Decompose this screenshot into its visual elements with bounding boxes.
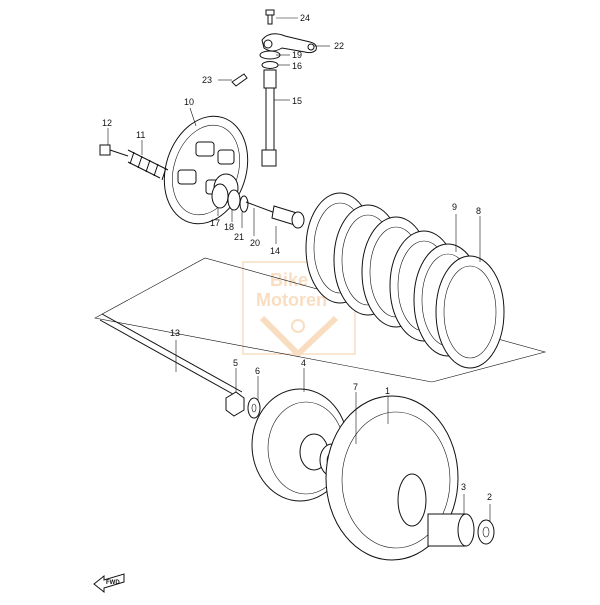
callout-21: 21 (234, 232, 244, 242)
callout-1: 1 (385, 386, 390, 396)
part-6-washer (247, 397, 261, 419)
callout-6: 6 (255, 366, 260, 376)
callout-17: 17 (210, 218, 220, 228)
callout-18: 18 (224, 222, 234, 232)
part-4-sleeve-hub (251, 388, 349, 502)
part-8-drive-plate (435, 255, 505, 369)
part-22-release-arm (261, 33, 317, 54)
callout-4: 4 (301, 358, 306, 368)
part-1-clutch-housing (325, 395, 459, 561)
watermark-line1: Bike (270, 270, 308, 290)
fwd-label: FWD (106, 580, 120, 586)
part-12-bolt (99, 144, 129, 157)
watermark: Bike Motoren (242, 261, 356, 359)
callout-8: 8 (476, 206, 481, 216)
part-13-push-rod (99, 313, 243, 399)
callout-10: 10 (184, 97, 194, 107)
callout-20: 20 (250, 238, 260, 248)
callout-14: 14 (270, 246, 280, 256)
part-11-clutch-spring (127, 149, 169, 181)
leader-lines (107, 17, 491, 522)
callouts: 24 22 19 16 23 15 10 12 11 17 18 21 20 1… (102, 13, 492, 502)
callout-5: 5 (233, 358, 238, 368)
callout-22: 22 (334, 41, 344, 51)
part-17-bearing (211, 183, 229, 209)
callout-16: 16 (292, 61, 302, 71)
part-3-spacer (427, 513, 475, 547)
callout-15: 15 (292, 96, 302, 106)
callout-13: 13 (170, 328, 180, 338)
callout-24: 24 (300, 13, 310, 23)
part-18-washer (227, 189, 241, 211)
callout-12: 12 (102, 118, 112, 128)
callout-3: 3 (461, 482, 466, 492)
callout-23: 23 (202, 75, 212, 85)
part-15-release-shaft (261, 69, 277, 167)
clutch-plate-stack (305, 192, 505, 369)
callout-2: 2 (487, 492, 492, 502)
part-14-push-piece (271, 205, 305, 229)
part-21-thrust-washer (239, 195, 249, 213)
callout-19: 19 (292, 50, 302, 60)
part-5-nut (225, 391, 245, 417)
watermark-line2: Motoren (256, 290, 327, 310)
part-16-oil-seal (261, 61, 279, 69)
callout-9: 9 (452, 202, 457, 212)
part-24-screw (265, 9, 275, 25)
callout-7: 7 (353, 382, 358, 392)
plate-group-frame (94, 257, 547, 383)
part-2-washer (477, 519, 495, 545)
callout-11: 11 (136, 130, 145, 140)
part-23-screw (231, 73, 248, 87)
fwd-arrow: FWD (93, 573, 125, 594)
